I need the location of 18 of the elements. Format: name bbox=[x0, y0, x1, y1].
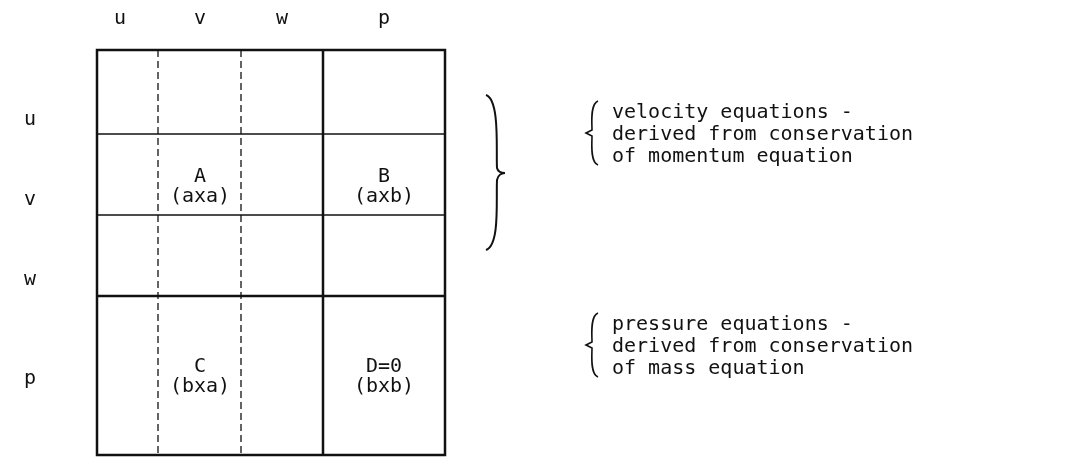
equation-note: velocity equations - derived from conservation of momentum equation bbox=[612, 100, 915, 166]
row-header: p bbox=[24, 366, 36, 388]
row-header: u bbox=[24, 107, 36, 129]
column-header: p bbox=[378, 6, 390, 28]
block-size: (axa) bbox=[169, 184, 231, 206]
block-label: A bbox=[194, 164, 206, 186]
column-header: v bbox=[194, 6, 206, 28]
row-header: v bbox=[24, 187, 36, 209]
block-label: C bbox=[194, 354, 206, 376]
column-header: u bbox=[114, 6, 126, 28]
column-header: w bbox=[276, 6, 288, 28]
block-label: D=0 bbox=[365, 354, 403, 376]
equation-note: pressure equations - derived from conservation of mass equation bbox=[612, 312, 915, 378]
block-size: (bxa) bbox=[169, 374, 231, 396]
block-label: B bbox=[378, 164, 390, 186]
block-size: (axb) bbox=[353, 184, 415, 206]
row-header: w bbox=[24, 267, 36, 289]
block-size: (bxb) bbox=[353, 374, 415, 396]
